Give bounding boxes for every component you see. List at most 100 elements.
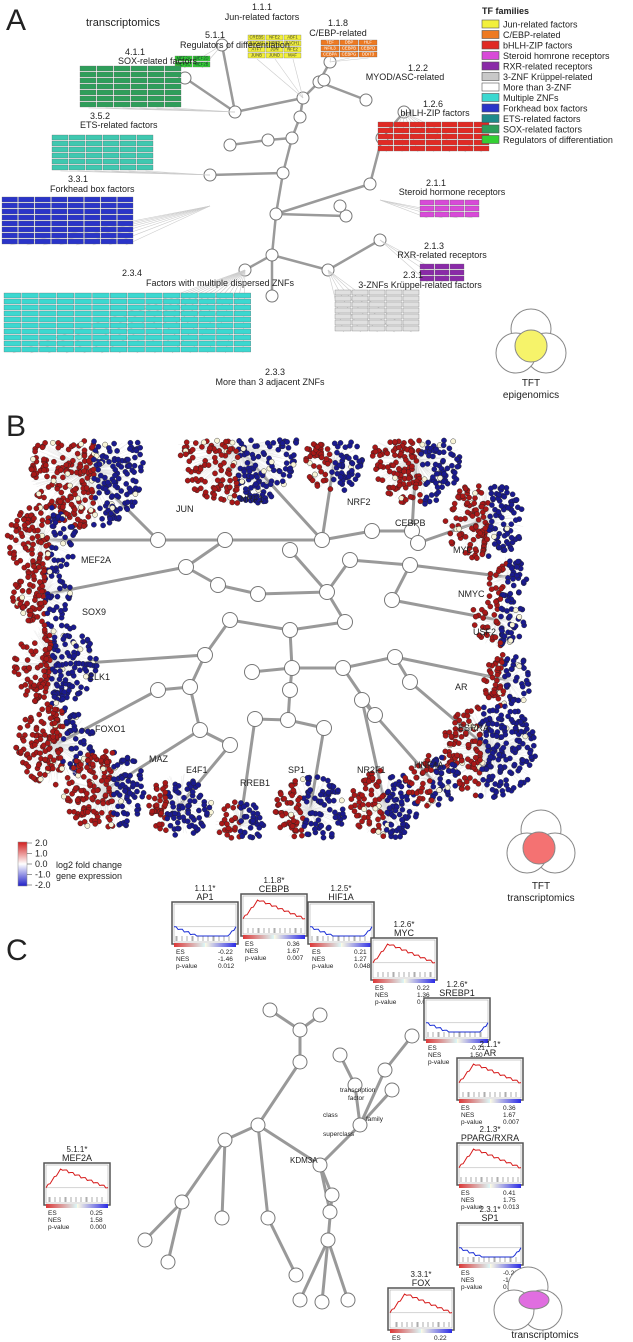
gene-node (513, 654, 519, 660)
gene-cell (434, 211, 450, 218)
gene-cell (425, 133, 442, 140)
gene-name: DDIT3 (362, 52, 375, 57)
gene-cell (74, 298, 92, 305)
gene-node (50, 439, 56, 446)
tree-node (269, 207, 283, 221)
gene-node (30, 573, 37, 580)
gene-node (496, 544, 502, 551)
forkhead-genes-grid (1, 196, 211, 246)
gene-cell (174, 61, 193, 68)
gene-cell (233, 328, 251, 335)
gene-cell (247, 34, 266, 41)
legend-swatch (481, 61, 500, 71)
gene-cell (34, 208, 51, 215)
gene-node (41, 622, 48, 629)
gene-cell (56, 292, 74, 299)
gene-cell (351, 307, 369, 314)
gene-node (125, 456, 131, 463)
tree-edge (184, 76, 236, 114)
gene-node (517, 605, 524, 612)
gene-node (43, 662, 50, 669)
kruppel-genes-grid (327, 269, 420, 333)
fan-line (76, 205, 211, 246)
gene-node (287, 465, 294, 472)
ets-genes-grid (51, 134, 211, 176)
gene-cell (100, 208, 117, 215)
group-name: Steroid hormone receptors (399, 187, 506, 197)
gene-cell (113, 101, 131, 108)
gene-cell (74, 310, 92, 317)
gene-cell (136, 158, 154, 165)
gene-node (493, 733, 500, 740)
gene-node (507, 769, 513, 776)
group-code: 1.1.1 (252, 2, 272, 12)
gene-node (239, 478, 245, 485)
gene-node (513, 496, 520, 503)
gene-cell (147, 65, 165, 72)
gene-node (512, 725, 519, 732)
gene-node (114, 508, 120, 515)
gene-cell (198, 346, 216, 353)
gene-node (442, 748, 449, 755)
gene-node (43, 656, 50, 662)
gene-node (507, 708, 514, 715)
gene-cell (34, 214, 51, 221)
gene-name: MEF2A (177, 56, 191, 61)
gene-node (476, 732, 483, 738)
gene-node (256, 497, 263, 503)
gene-cell (283, 52, 302, 59)
gene-node (43, 637, 50, 644)
gene-node (57, 668, 63, 674)
gene-cell (402, 295, 420, 302)
gene-cell (393, 133, 410, 140)
gene-node (509, 622, 516, 628)
gene-node (508, 716, 515, 723)
legend-label: Forkhead box factors (503, 104, 588, 114)
gene-node (354, 443, 360, 450)
cluster-edge (415, 459, 433, 481)
legend-swatch (481, 114, 500, 123)
gene-cell (377, 121, 394, 128)
gene-node (248, 437, 254, 444)
gene-node (377, 463, 384, 470)
gene-node (22, 716, 29, 723)
gene-node (503, 682, 510, 689)
gene-cell (145, 322, 163, 329)
gene-cell (385, 301, 403, 308)
gene-node (424, 479, 431, 486)
gene-node (29, 551, 35, 557)
tree-node (182, 679, 198, 695)
gene-cell (464, 205, 480, 212)
group-code: 2.3.4 (122, 268, 142, 278)
fan-line (109, 205, 211, 246)
gene-cell (216, 340, 234, 347)
gene-node (30, 541, 36, 548)
gene-cell (419, 275, 435, 282)
gene-cell (100, 196, 117, 203)
tree-edge (275, 182, 371, 216)
gene-node (91, 438, 97, 445)
gene-node (182, 451, 189, 458)
gene-name: CREB5 (250, 35, 265, 40)
gene-name: CEBPG (342, 52, 357, 57)
legend-item: Forkhead box factors (481, 104, 588, 114)
tree-node (367, 707, 383, 723)
gene-cell (68, 158, 86, 165)
legend-label: C/EBP-related (503, 30, 561, 40)
tree-node (265, 289, 279, 303)
gene-node (81, 468, 87, 474)
gene-node (62, 677, 69, 683)
gene-node (508, 666, 515, 672)
gene-node (109, 505, 116, 511)
gene-cell (473, 121, 490, 128)
gene-cell (377, 145, 394, 152)
gene-cell (84, 238, 101, 245)
gene-node (456, 532, 463, 538)
gene-node (191, 486, 198, 492)
gene-node (518, 506, 525, 513)
gene-node (518, 779, 524, 786)
gene-cell (174, 55, 193, 62)
gene-node (268, 493, 275, 500)
gene-node (349, 467, 355, 474)
